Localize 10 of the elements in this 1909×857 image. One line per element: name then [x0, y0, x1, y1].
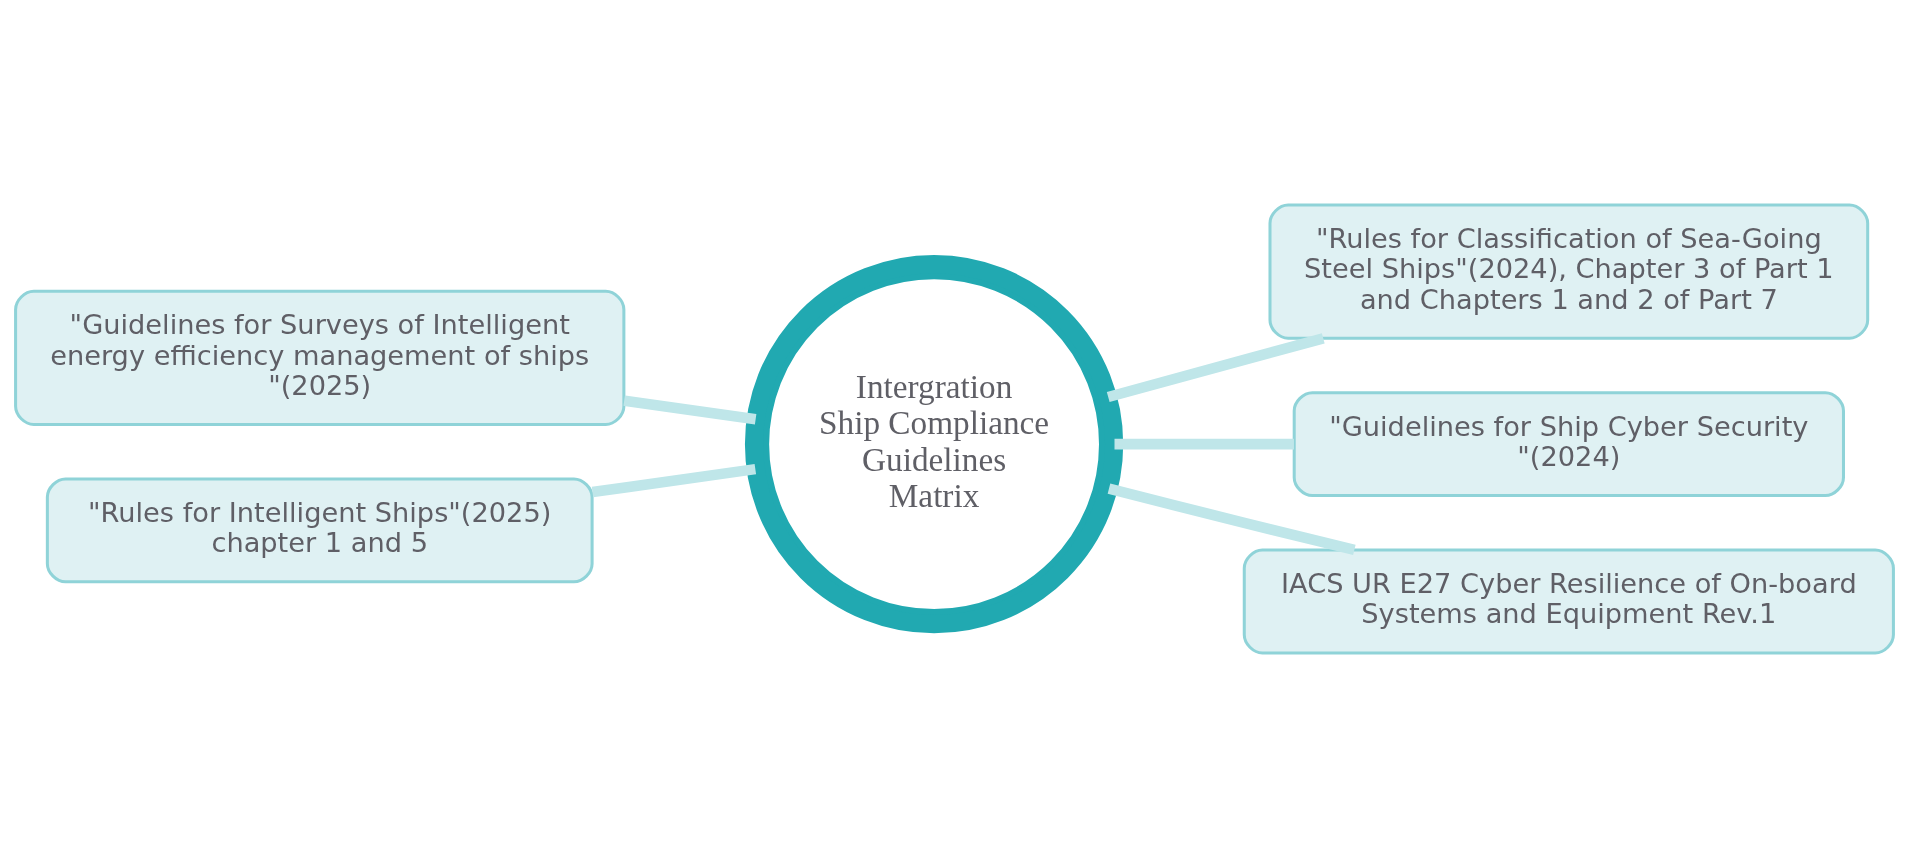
connector [591, 463, 757, 497]
node-box: IACS UR E27 Cyber Resilience of On-board Systems and Equipment Rev.1 [1242, 548, 1895, 654]
node-box: "Rules for Intelligent Ships"(2025) chapter 1 and 5 [45, 476, 594, 583]
node-box: "Rules for Classification of Sea-Going Steel Ships"(2024), Chapter 3 of Part 1 and Chapters 1 and 2 of Part 7 [1268, 203, 1870, 340]
connector [1114, 438, 1294, 449]
node-box: "Guidelines for Surveys of Intelligent energy efficiency management of ships "(2025) [14, 289, 626, 426]
node-circle: Intergration Ship Compliance Guidelines Matrix [744, 254, 1124, 633]
node-box: "Guidelines for Ship Cyber Security "(2024) [1292, 390, 1845, 497]
connector [623, 394, 757, 424]
connector [1106, 332, 1325, 402]
